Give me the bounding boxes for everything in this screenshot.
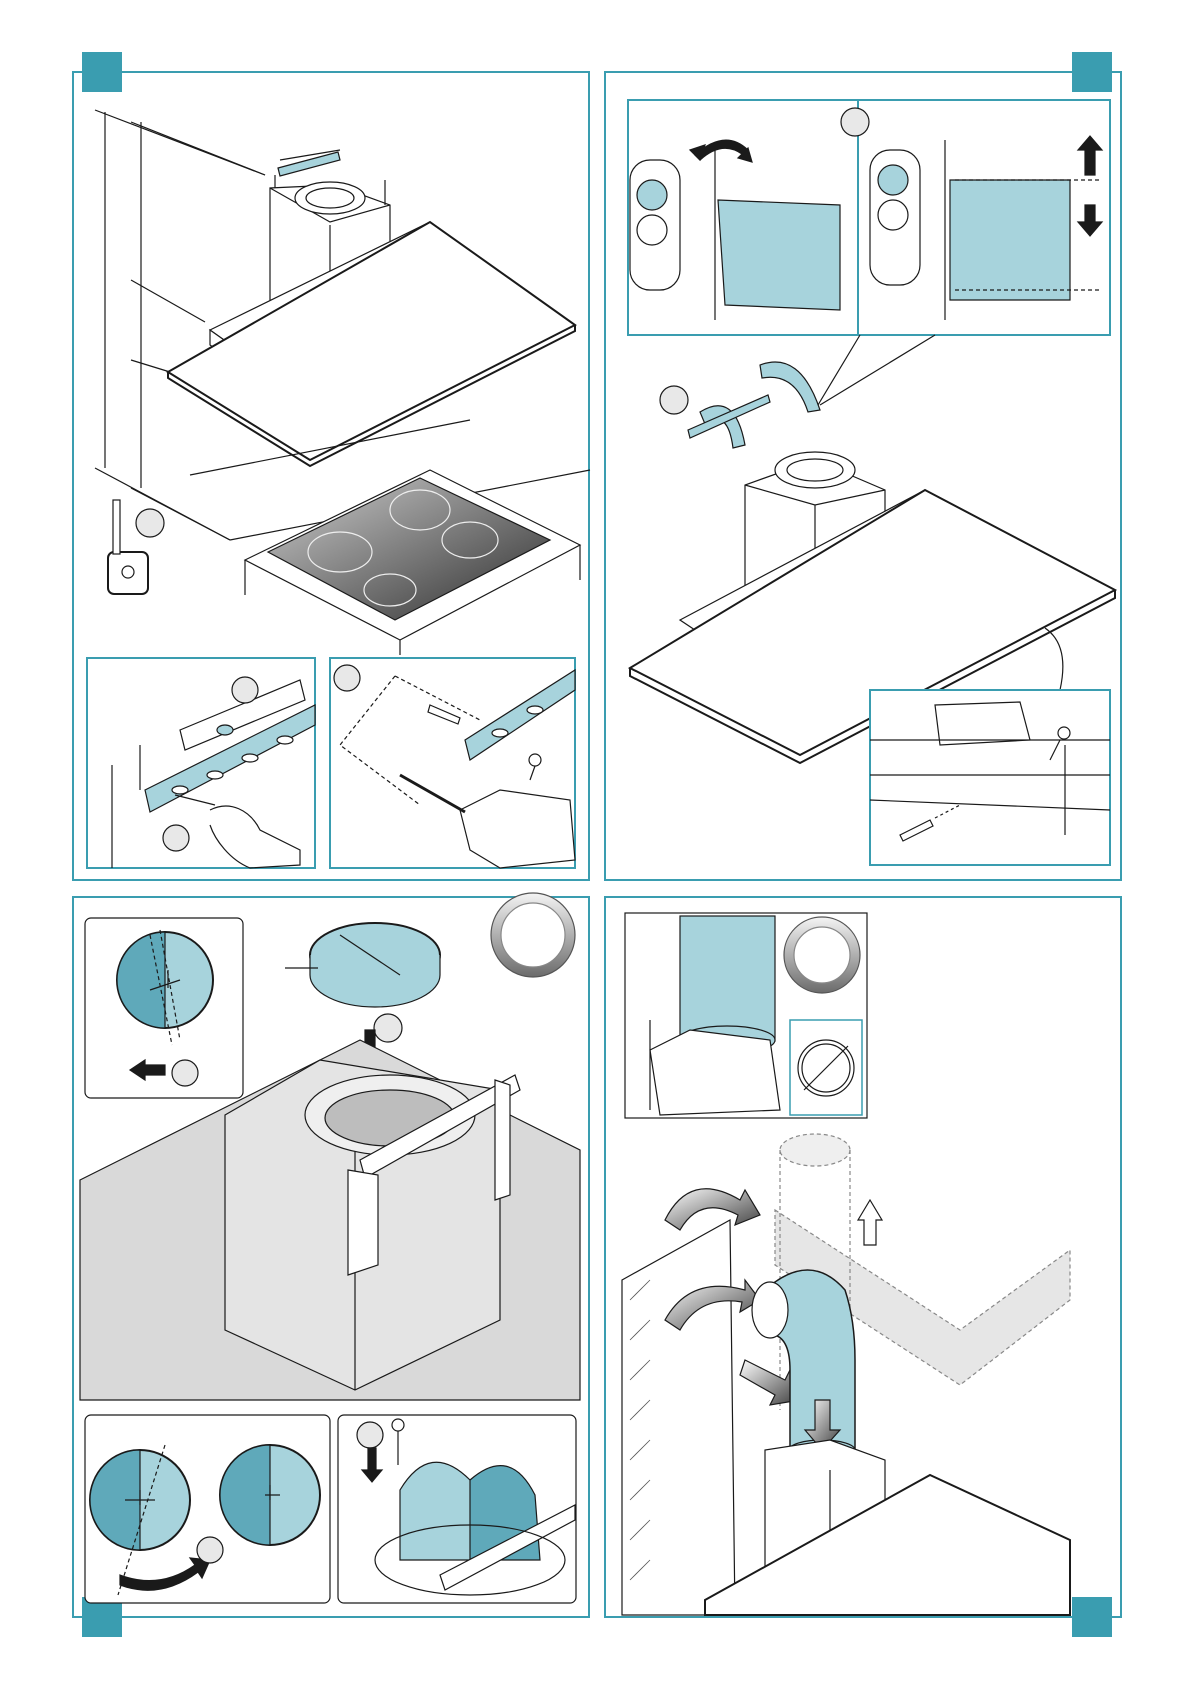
chimney-section (718, 200, 840, 310)
marker-bottom-right (1072, 1597, 1112, 1637)
step-badge (841, 108, 869, 136)
glass-panel (705, 1475, 1070, 1615)
drill-icon (460, 790, 575, 868)
panel-damper (80, 893, 580, 1603)
hob-glass (268, 478, 550, 620)
subpanel-spirit-level (87, 658, 315, 868)
panel-duct (622, 913, 1070, 1615)
rotate-arrow-icon (690, 140, 752, 162)
bracket-arrow (760, 362, 820, 412)
screw-icon (529, 754, 541, 780)
tape-measure-icon (108, 500, 164, 594)
duct-collar (780, 1134, 850, 1166)
subpanel-drill (330, 658, 575, 868)
marker-top-right (1072, 52, 1112, 92)
step-badge (136, 509, 164, 537)
marker-top-left (82, 52, 122, 92)
step-badge (357, 1422, 383, 1448)
step-badge (660, 386, 688, 414)
panel-measure-height (95, 110, 590, 655)
airflow-arrow-icon (665, 1189, 760, 1230)
airflow-arrow-icon (858, 1200, 882, 1245)
height-adjust-icon (1078, 136, 1102, 236)
panel-bracket-adjust (628, 100, 1115, 865)
wall-plug (428, 705, 460, 724)
glass-panel (168, 222, 575, 460)
pencil-hand (175, 795, 300, 868)
duct-icon (680, 916, 775, 1041)
step-badge (374, 1014, 402, 1042)
wall (622, 1220, 735, 1615)
chimney-section (950, 180, 1070, 300)
step-badge (172, 1060, 198, 1086)
step-badge (197, 1537, 223, 1563)
damper-flap (400, 1462, 475, 1560)
wall-rail (465, 670, 575, 760)
